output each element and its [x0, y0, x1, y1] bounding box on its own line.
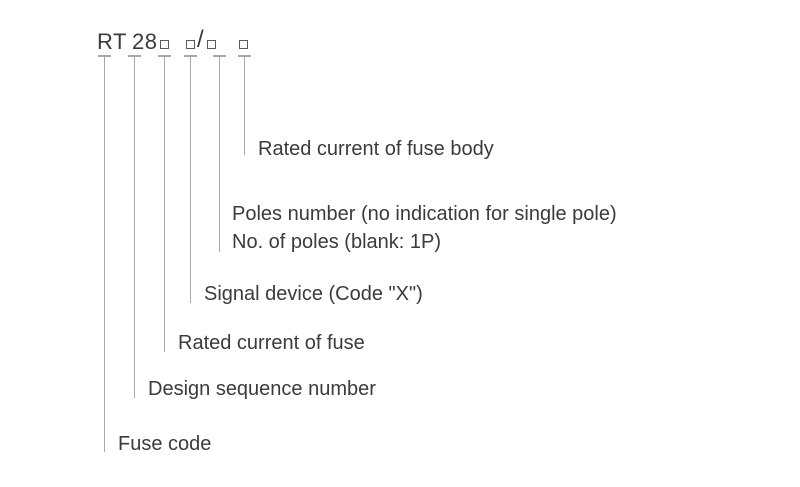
blank-square-icon — [207, 40, 216, 49]
blank-square-icon — [186, 40, 195, 49]
connector-stem — [164, 57, 165, 352]
blank-square-icon — [160, 40, 169, 49]
label-fuse-code: Fuse code — [118, 433, 212, 455]
label-poles-number: Poles number (no indication for single p… — [232, 203, 617, 225]
connector-rated-current — [158, 55, 171, 352]
label-fuse-body-current: Rated current of fuse body — [258, 138, 494, 160]
connector-stem — [244, 57, 245, 155]
label-signal-device: Signal device (Code "X") — [204, 283, 423, 305]
connector-design-sequence — [128, 55, 141, 398]
connector-fuse-body-current — [238, 55, 251, 155]
connector-fuse-code — [98, 55, 111, 452]
blank-square-icon — [239, 40, 248, 49]
connector-stem — [104, 57, 105, 452]
code-prefix: RT — [97, 29, 127, 54]
code-separator: / — [197, 26, 204, 53]
code-series: 28 — [132, 29, 158, 54]
connector-stem — [190, 57, 191, 303]
connector-poles-number — [213, 55, 226, 252]
connector-signal-device — [184, 55, 197, 303]
label-design-sequence: Design sequence number — [148, 378, 376, 400]
label-no-of-poles: No. of poles (blank: 1P) — [232, 231, 441, 253]
label-rated-current: Rated current of fuse — [178, 332, 365, 354]
connector-stem — [219, 57, 220, 252]
connector-stem — [134, 57, 135, 398]
